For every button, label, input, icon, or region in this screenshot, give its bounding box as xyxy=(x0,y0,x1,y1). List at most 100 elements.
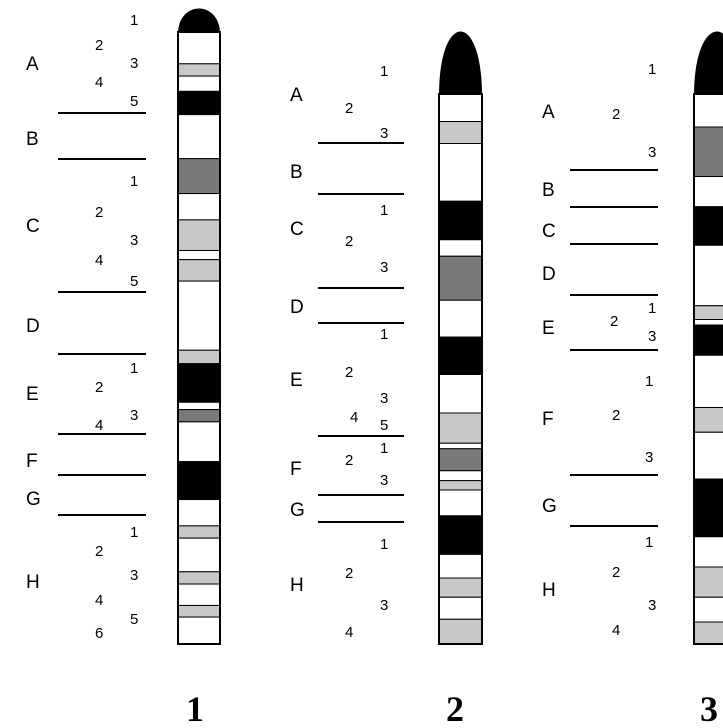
chromosome-3-band-6 xyxy=(693,305,723,320)
band-label: 2 xyxy=(612,407,620,424)
region-label-G: G xyxy=(26,489,41,510)
region-label-D: D xyxy=(542,264,556,285)
chromosome-1-band-19 xyxy=(177,525,221,539)
chromosome-3-band-1 xyxy=(693,93,723,128)
band-label: 4 xyxy=(350,409,358,426)
chromosome-2-band-13 xyxy=(438,470,483,482)
chromosome-number-2: 2 xyxy=(446,689,464,728)
chromosome-3-tip xyxy=(694,31,723,96)
chromosome-3-band-5 xyxy=(693,244,723,307)
chromosome-3-band-8 xyxy=(693,324,723,356)
chromosome-1-band-7 xyxy=(177,193,221,221)
chromosome-2-band-3 xyxy=(438,143,483,202)
chromosome-1-band-18 xyxy=(177,499,221,527)
chromosome-3-band-2 xyxy=(693,126,723,177)
band-label: 1 xyxy=(130,12,138,29)
chromosome-1-band-10 xyxy=(177,259,221,282)
chromosome-1-band-8 xyxy=(177,219,221,251)
chromosome-3-band-9 xyxy=(693,354,723,408)
chromosome-1-band-6 xyxy=(177,158,221,195)
band-label: 1 xyxy=(130,173,138,190)
band-label: 1 xyxy=(380,440,388,457)
band-label: 3 xyxy=(648,328,656,345)
chromosome-2-band-9 xyxy=(438,374,483,414)
band-label: 1 xyxy=(380,536,388,553)
chromosome-3-labels: A B C D E F G H 1 2 3 1 2 3 1 2 3 1 2 3 … xyxy=(542,61,658,639)
region-label-B: B xyxy=(542,180,555,201)
band-label: 1 xyxy=(380,202,388,219)
band-label: 2 xyxy=(345,100,353,117)
band-label: 3 xyxy=(130,232,138,249)
region-label-G: G xyxy=(542,496,557,517)
chromosome-2-band-4 xyxy=(438,200,483,241)
band-label: 2 xyxy=(345,452,353,469)
band-label: 1 xyxy=(130,524,138,541)
chromosome-1-bands xyxy=(177,31,221,645)
band-label: 1 xyxy=(648,300,656,317)
band-label: 2 xyxy=(345,565,353,582)
band-label: 1 xyxy=(130,360,138,377)
chromosome-2-bands xyxy=(438,93,483,645)
band-label: 5 xyxy=(130,273,138,290)
band-label: 4 xyxy=(95,417,103,434)
chromosome-1-band-2 xyxy=(177,63,221,77)
chromosome-number-1: 1 xyxy=(186,689,204,728)
region-label-B: B xyxy=(26,129,39,150)
band-label: 5 xyxy=(130,93,138,110)
chromosome-2-band-12 xyxy=(438,448,483,472)
band-label: 3 xyxy=(380,597,388,614)
chromosome-3-band-13 xyxy=(693,536,723,568)
chromosome-1-band-4 xyxy=(177,90,221,116)
region-label-E: E xyxy=(290,370,303,391)
chromosome-3-band-11 xyxy=(693,431,723,480)
band-label: 1 xyxy=(380,326,388,343)
band-label: 3 xyxy=(648,144,656,161)
chromosome-number-3: 3 xyxy=(700,689,718,728)
band-label: 1 xyxy=(648,61,656,78)
band-label: 1 xyxy=(645,534,653,551)
chromosome-2-band-15 xyxy=(438,489,483,517)
chromosome-1-tip xyxy=(178,8,220,34)
band-label: 3 xyxy=(380,472,388,489)
band-label: 4 xyxy=(95,592,103,609)
band-label: 4 xyxy=(95,252,103,269)
region-label-H: H xyxy=(542,580,556,601)
band-label: 2 xyxy=(95,204,103,221)
chromosome-2-band-20 xyxy=(438,618,483,645)
region-label-E: E xyxy=(542,318,555,339)
chromosome-3-band-3 xyxy=(693,176,723,208)
region-label-G: G xyxy=(290,500,305,521)
chromosome-2-band-14 xyxy=(438,480,483,491)
chromosome-1-labels: A B C D E F G H 1 2 3 4 5 1 2 3 4 5 1 2 … xyxy=(26,12,146,642)
chromosome-1-band-20 xyxy=(177,537,221,573)
chromosome-1-band-15 xyxy=(177,409,221,423)
chromosome-1-band-9 xyxy=(177,249,221,261)
chromosome-2 xyxy=(438,31,483,645)
chromosome-2-band-17 xyxy=(438,553,483,579)
band-label: 2 xyxy=(610,313,618,330)
chromosome-2-band-6 xyxy=(438,255,483,301)
band-label: 1 xyxy=(645,373,653,390)
chromosome-1-band-14 xyxy=(177,401,221,411)
band-label: 2 xyxy=(345,233,353,250)
chromosome-3-band-10 xyxy=(693,407,723,433)
region-label-E: E xyxy=(26,384,39,405)
chromosome-2-band-5 xyxy=(438,239,483,257)
chromosome-2-labels: A B C D E F G H 1 2 3 1 2 3 1 2 3 4 5 1 … xyxy=(290,63,404,641)
chromosome-3-band-4 xyxy=(693,206,723,246)
chromosome-1-band-17 xyxy=(177,461,221,501)
chromosome-1-band-1 xyxy=(177,31,221,65)
chromosome-1-outline xyxy=(177,31,221,645)
chromosome-1-band-12 xyxy=(177,349,221,365)
band-label: 3 xyxy=(130,55,138,72)
region-label-A: A xyxy=(542,102,555,123)
band-label: 3 xyxy=(380,390,388,407)
chromosome-1 xyxy=(177,8,221,645)
chromosome-2-band-16 xyxy=(438,515,483,555)
band-label: 4 xyxy=(95,74,103,91)
chromosome-1-band-16 xyxy=(177,421,221,463)
chromosome-3-band-16 xyxy=(693,621,723,645)
chromosome-1-band-22 xyxy=(177,583,221,606)
chromosome-1-band-21 xyxy=(177,571,221,585)
chromosome-2-tip xyxy=(439,31,482,96)
